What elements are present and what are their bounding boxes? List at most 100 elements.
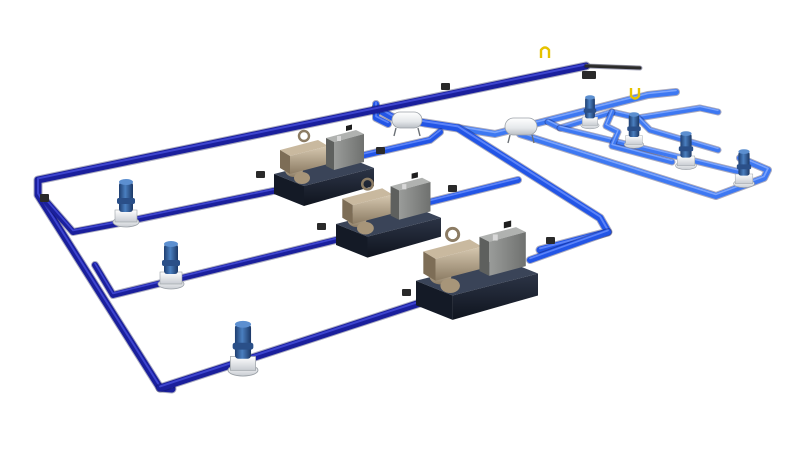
secondary-branch-b (556, 124, 744, 176)
chiller-panel-display (503, 220, 512, 229)
pumps-group (112, 95, 755, 377)
secondary-pump-2 (623, 112, 645, 149)
primary-branch-chiller-1 (42, 186, 282, 236)
pump-coupling (583, 108, 597, 113)
pipe-highlight (605, 109, 673, 162)
supply-branch-chiller-2 (426, 176, 522, 206)
secondary-pump-3 (675, 131, 697, 170)
primary-branch-chiller-3 (155, 298, 425, 393)
chiller-condenser-end (294, 172, 310, 184)
pump-cap (628, 112, 640, 117)
chiller-lifting-eye (445, 226, 461, 243)
sensor-box (441, 83, 450, 90)
chiller-1 (274, 124, 374, 206)
primary-branch-chiller-2 (91, 235, 344, 299)
pump-motor (738, 151, 750, 176)
chiller-compressor-top (342, 188, 393, 206)
pump-motor (164, 244, 178, 274)
chiller-compressor-side (342, 198, 353, 224)
pipe-body (427, 177, 521, 205)
pump-coupling (678, 146, 694, 152)
chiller-compressor-front (352, 194, 393, 224)
chiller-lifting-eye (297, 129, 311, 143)
chiller-panel-top (479, 227, 526, 242)
chiller-2 (336, 172, 441, 258)
primary-pump-1 (112, 179, 140, 228)
secondary-branch-d (634, 114, 722, 154)
chiller-condenser-end (440, 278, 460, 293)
pump-coupling (232, 342, 254, 350)
pipe-body (557, 125, 743, 175)
chiller-compressor-front (435, 246, 482, 281)
pipe-highlight (94, 236, 341, 295)
pump-motor (234, 324, 252, 359)
expansion-tank (391, 111, 423, 137)
pipe-body (527, 229, 611, 263)
secondary-pump-1 (580, 95, 600, 130)
pump-coupling (162, 260, 180, 266)
pipe-body (584, 64, 642, 70)
primary-pump-3 (227, 320, 259, 377)
chiller-skid-side (274, 174, 304, 206)
pump-coupling (736, 164, 752, 170)
pipe-highlight (547, 105, 719, 128)
chiller-panel-label (492, 234, 498, 241)
chiller-skid-side (336, 224, 368, 258)
chiller-condenser-end (357, 221, 374, 235)
pump-cap (585, 95, 595, 100)
pipe-body (156, 299, 424, 392)
sensor-box (402, 289, 411, 296)
chiller-panel-label (337, 136, 341, 141)
chiller-skid-front (367, 217, 441, 258)
pipe-body (635, 115, 721, 153)
pump-motor (628, 114, 640, 137)
supply-branch-chiller-3 (526, 228, 612, 264)
chiller-panel-label (402, 184, 407, 190)
pipe-highlight (559, 125, 741, 172)
chiller-compressor-top (423, 239, 482, 259)
chiller-compressor-side (423, 251, 436, 281)
chiller-panel-front (489, 232, 526, 276)
chiller-compressor-top (280, 140, 328, 156)
sensor-box (256, 171, 265, 178)
pipe-highlight (529, 229, 609, 260)
pipe-highlight (457, 89, 677, 134)
sensor-box (317, 223, 326, 230)
secondary-supply-header (454, 88, 680, 138)
chiller-panel-side (326, 138, 334, 170)
pump-coupling (627, 126, 641, 131)
chiller-panel-display (346, 124, 352, 132)
pump-cap (680, 131, 692, 136)
chiller-panel-top (326, 130, 364, 142)
secondary-branch-c (602, 108, 676, 166)
bypass-line (583, 63, 643, 71)
pump-coupling (117, 198, 135, 204)
chiller-compressor-front (290, 146, 328, 174)
chiller-skid-front (452, 273, 538, 320)
isolation-valve (539, 46, 641, 100)
pump-motor (119, 182, 133, 212)
secondary-pump-4 (733, 149, 755, 188)
pump-cap (234, 320, 252, 328)
pipe-body (43, 187, 281, 235)
chiller-lifting-eye (360, 177, 375, 191)
pipe-highlight (45, 187, 279, 232)
pump-cap (119, 179, 133, 185)
chiller-skid-side (416, 280, 453, 320)
sensor-box (40, 194, 49, 202)
primary-pump-2 (157, 241, 185, 290)
pipe-highlight (159, 300, 421, 388)
pipe-highlight (637, 115, 719, 150)
expansion-tank (504, 117, 538, 144)
chiller-skid-front (304, 168, 374, 206)
pump-cap (164, 241, 178, 247)
pipe-sensors (40, 71, 596, 296)
chiller-panel-top (390, 177, 431, 191)
pump-motor (585, 97, 595, 119)
chiller-panel-front (399, 182, 431, 220)
chiller-panel-display (411, 172, 418, 179)
sensor-box (582, 71, 596, 79)
chiller-compressor-side (280, 150, 290, 174)
